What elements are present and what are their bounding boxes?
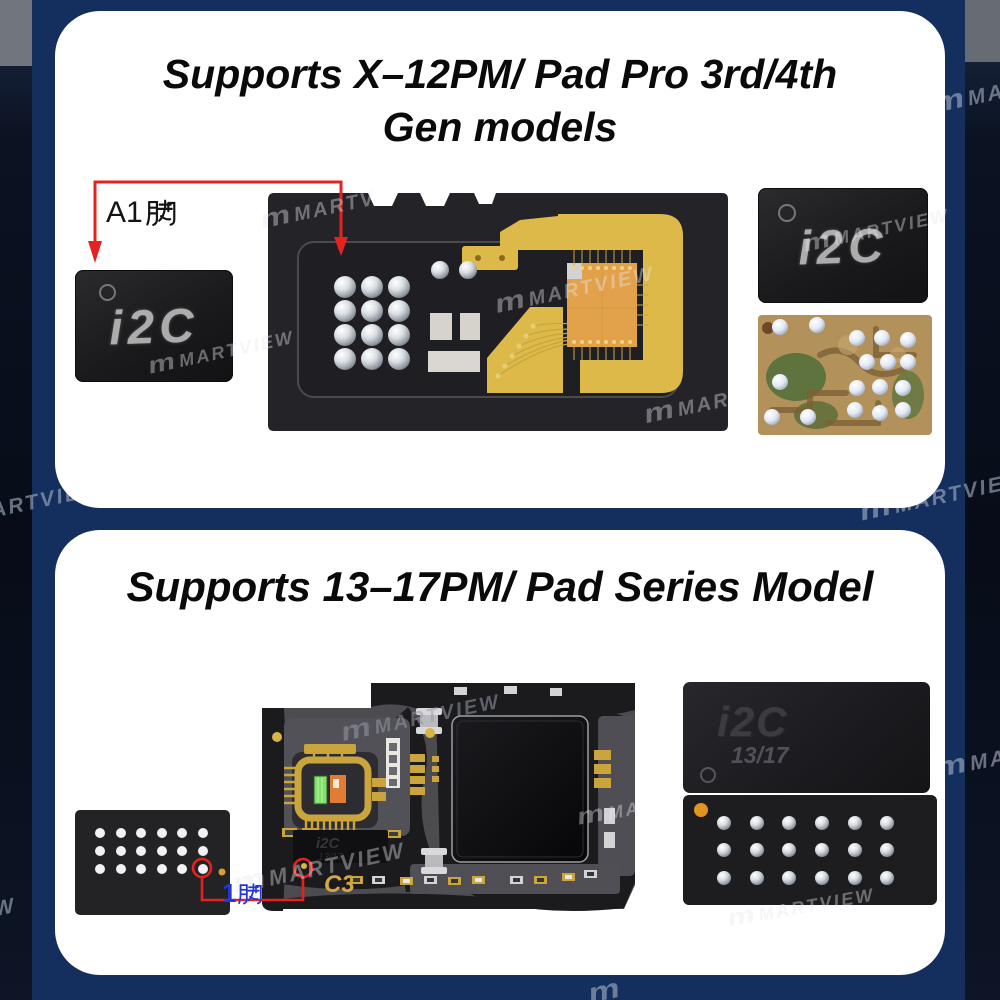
i2c-1317-sub: 13/17 [731, 742, 789, 768]
top-left-gray-corner [0, 0, 32, 66]
i2c-1317-logo: i2C [717, 698, 789, 745]
i2c-chip-marking: i2C [797, 219, 889, 276]
right-dark-band [965, 0, 1000, 1000]
left-dark-band [0, 0, 32, 1000]
card-supports-13-17pm: Supports 13–17PM/ Pad Series Model [55, 530, 945, 975]
underside-balls [764, 317, 916, 425]
board-chip-sub-marking: 13/17 [318, 852, 343, 863]
ball-grid [334, 261, 477, 370]
top-right-gray-corner [965, 0, 1000, 62]
card1-title: Supports X–12PM/ Pad Pro 3rd/4th Gen mod… [55, 11, 945, 154]
stencil-board-photo [268, 193, 728, 431]
i2c-chip-photo-right: i2C [758, 188, 928, 303]
a1-pin-label: A1 [106, 196, 177, 230]
bga-chip-photo-right [683, 795, 937, 905]
motherboard-photo: i2C 13/17 C3 [262, 683, 635, 912]
pin1-mark [778, 204, 796, 222]
pin1-mark [99, 284, 116, 301]
martview-logo: m [588, 971, 620, 1000]
card1-title-line1: Supports X–12PM/ Pad Pro 3rd/4th [162, 51, 838, 97]
cjk-jiao-glyph [146, 198, 177, 228]
card1-title-line2: Gen models [382, 104, 618, 150]
pin1-label-latin: 1 [222, 878, 237, 908]
martview-watermark: m [589, 971, 626, 1000]
i2c-chip-marking: i2C [108, 299, 200, 356]
martview-logo: m [727, 900, 756, 932]
a1-pin-label-latin: A1 [106, 196, 143, 229]
i2c-1317-chip-photo: i2C 13/17 [683, 682, 930, 793]
board-c3-label: C3 [324, 871, 355, 898]
card2-title: Supports 13–17PM/ Pad Series Model [126, 563, 874, 610]
board-chip-marking: i2C [316, 835, 341, 852]
chip-underside-photo [758, 315, 932, 435]
pin1-mark [700, 767, 716, 783]
cjk-jiao-glyph [238, 882, 263, 906]
pin1-label: 1 [222, 878, 263, 909]
i2c-chip-photo-top: i2C [75, 270, 233, 382]
bga-chip-photo-left [75, 810, 230, 915]
card-supports-x-12pm: Supports X–12PM/ Pad Pro 3rd/4th Gen mod… [55, 11, 951, 508]
